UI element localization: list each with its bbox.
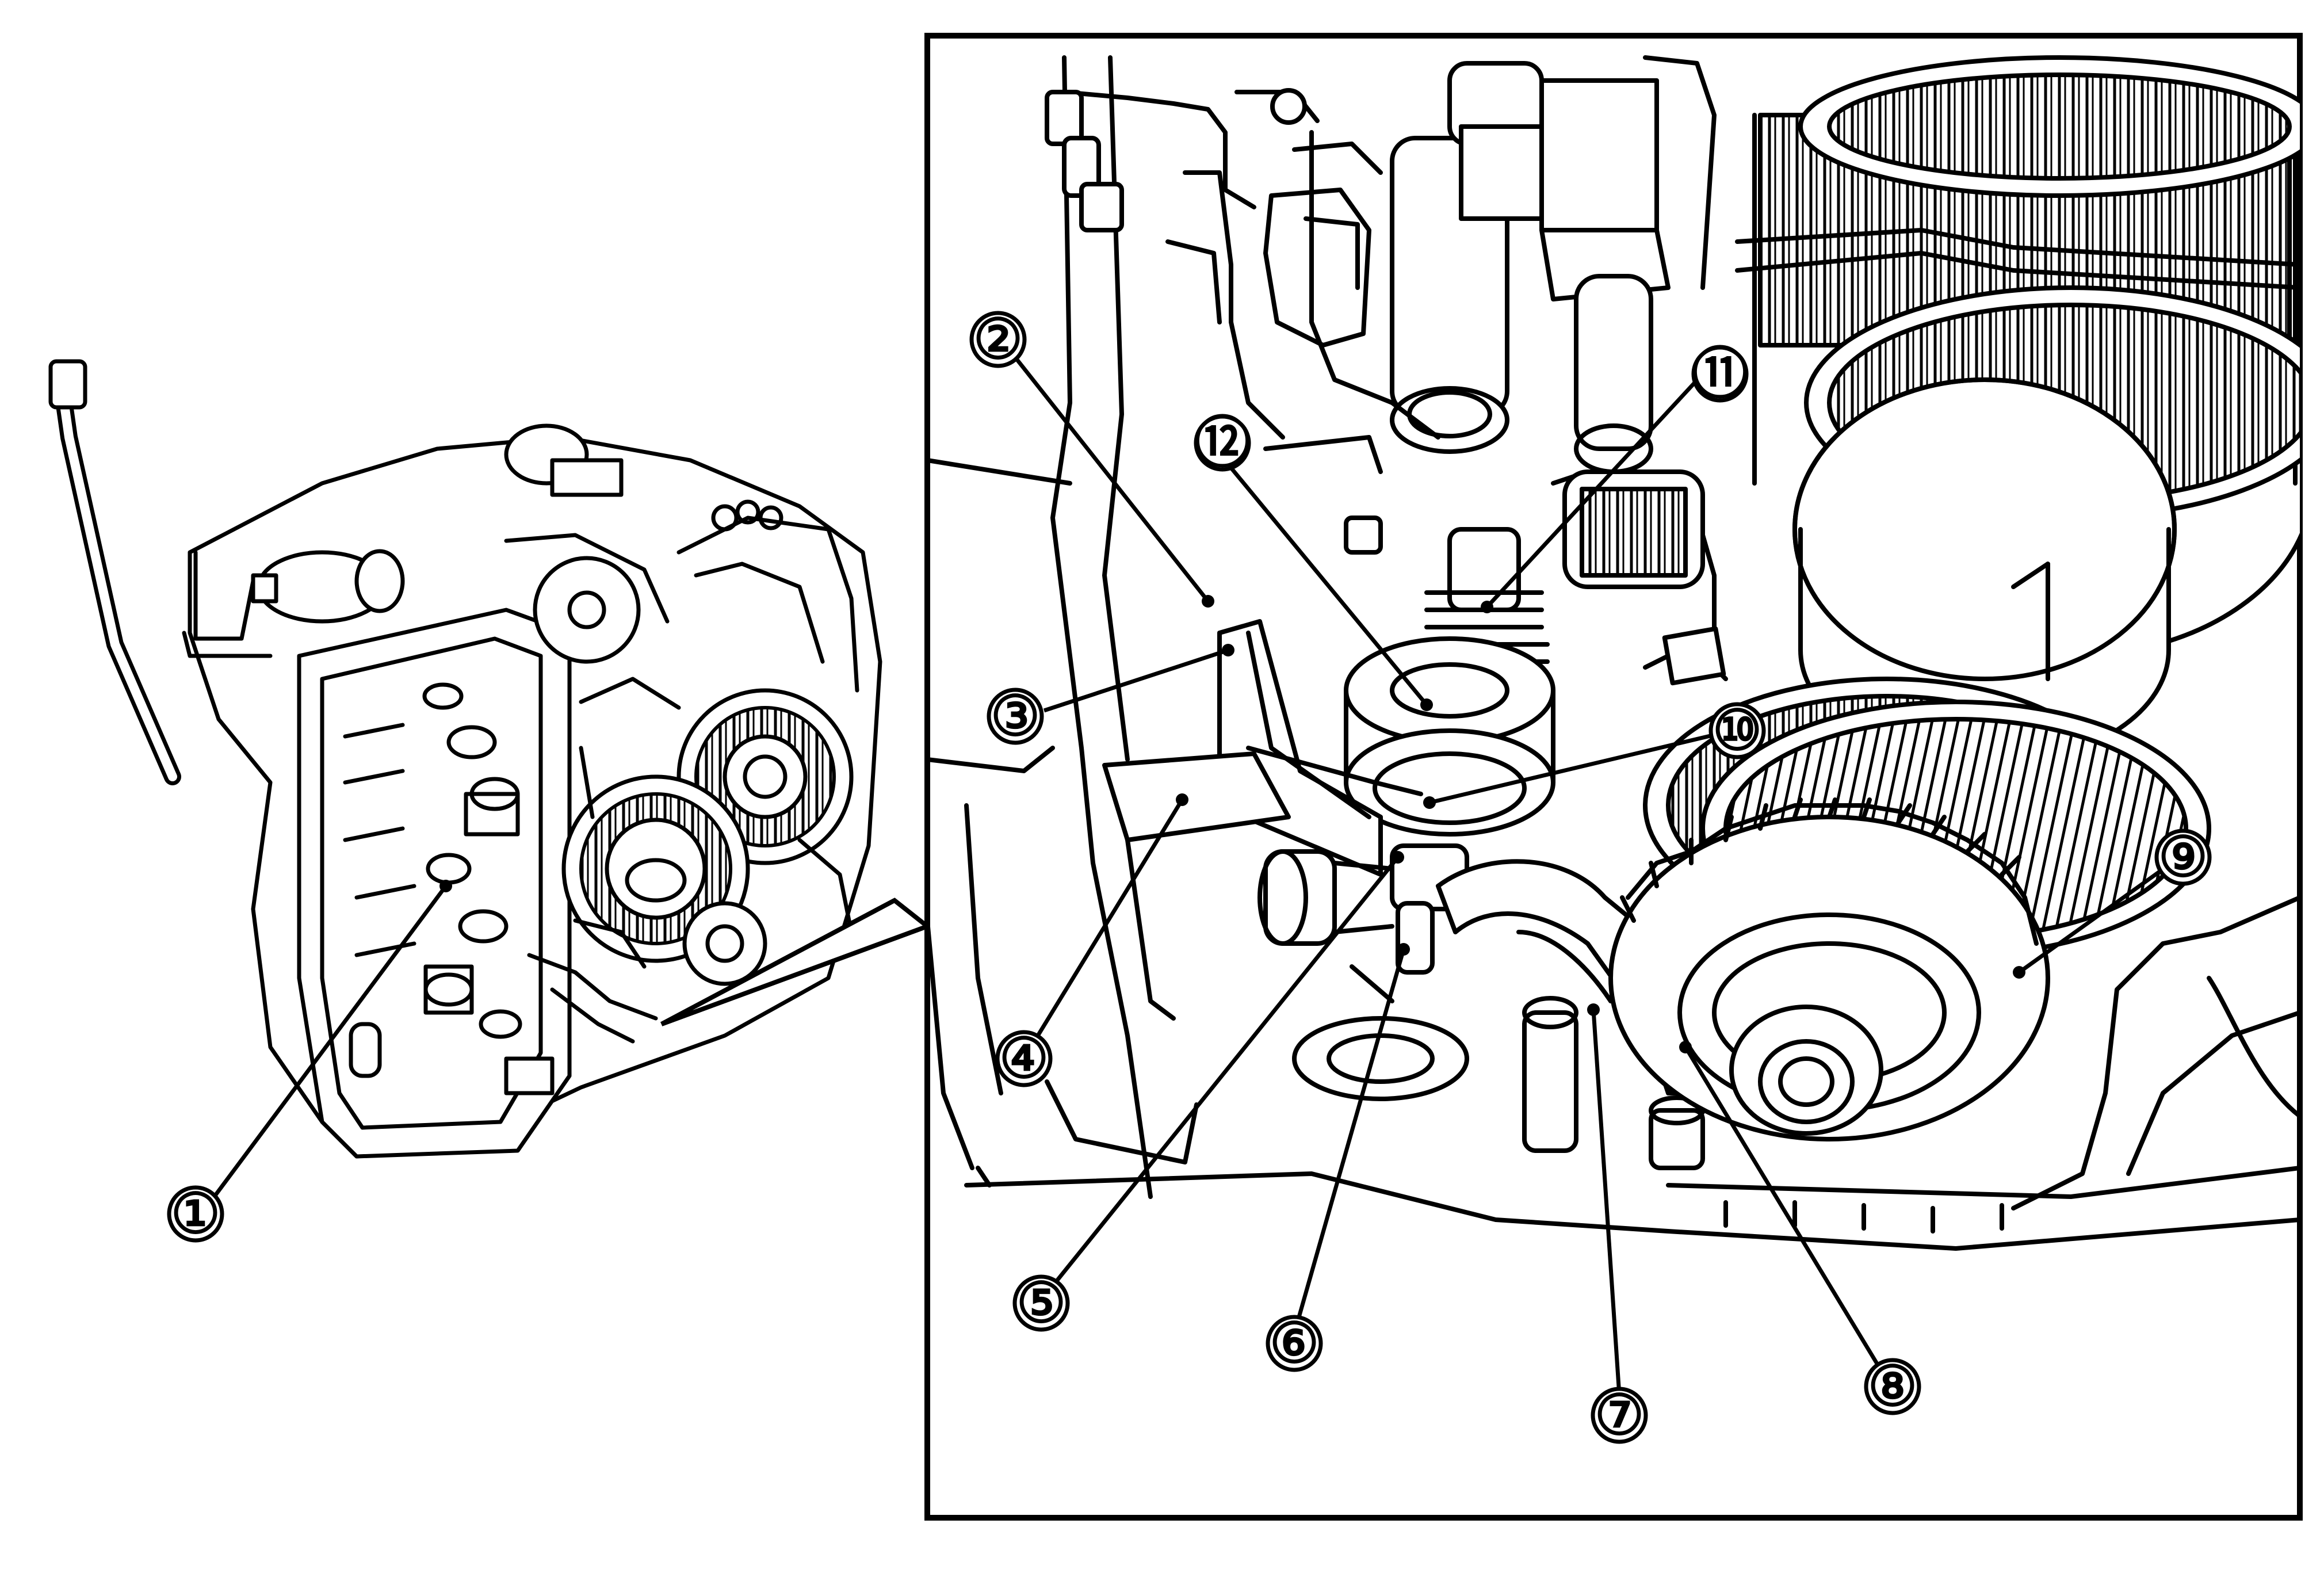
callout-8: ⑧ <box>1864 1356 1921 1418</box>
callout-9-label: ⑨ <box>2158 827 2208 888</box>
callout-3: ③ <box>987 686 1044 747</box>
callout-1-label: ① <box>171 1183 220 1245</box>
callout-11-label: ⑪ <box>1692 343 1748 405</box>
callout-1: ① <box>167 1183 224 1245</box>
callout-12-label: ⑫ <box>1195 413 1250 474</box>
callout-7: ⑦ <box>1591 1385 1648 1446</box>
callout-6-label: ⑥ <box>1270 1313 1319 1374</box>
callout-7-label: ⑦ <box>1595 1385 1644 1446</box>
callout-5: ⑤ <box>1012 1273 1070 1334</box>
callout-8-label: ⑧ <box>1868 1356 1917 1418</box>
callout-2-label: ② <box>973 309 1023 371</box>
detail-transmission-drawing <box>927 55 2300 1251</box>
overview-transmission-drawing <box>48 359 882 1159</box>
callout-12: ⑫ <box>1194 413 1251 474</box>
callout-leaders <box>208 352 2173 1396</box>
zoom-indicator-lines <box>660 898 932 1026</box>
callout-10: ⑩ <box>1708 700 1766 762</box>
callout-4-label: ④ <box>999 1028 1049 1090</box>
callout-3-label: ③ <box>991 686 1040 747</box>
callout-9: ⑨ <box>2154 827 2212 888</box>
callout-leader-dots <box>439 595 2025 1053</box>
callout-5-label: ⑤ <box>1016 1273 1066 1334</box>
callout-10-label: ⑩ <box>1713 700 1762 762</box>
callout-6: ⑥ <box>1266 1313 1323 1374</box>
callout-2: ② <box>969 309 1027 371</box>
callout-4: ④ <box>995 1028 1053 1090</box>
callout-11: ⑪ <box>1691 343 1749 405</box>
